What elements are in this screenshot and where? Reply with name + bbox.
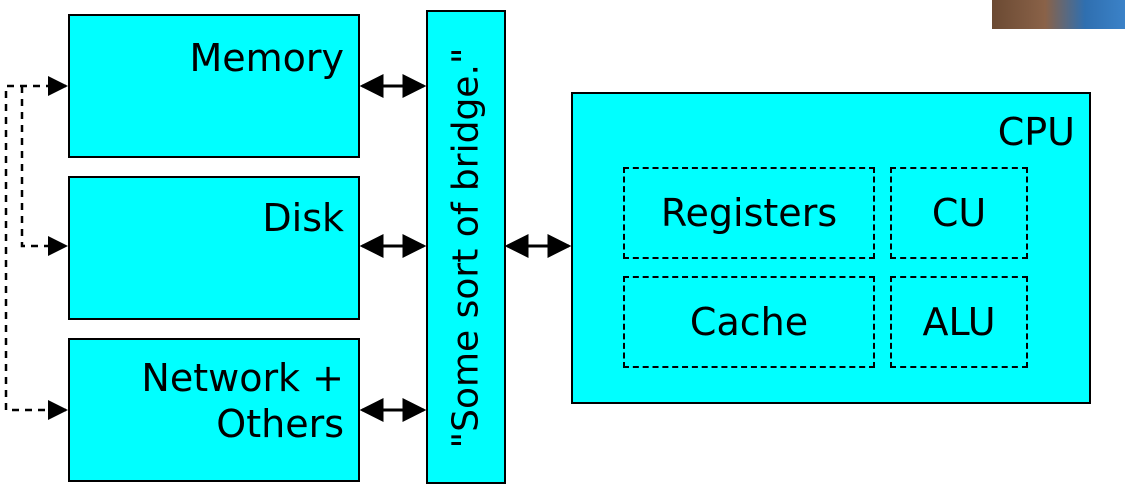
dashed-inner-path <box>20 86 68 256</box>
registers-box: Registers <box>623 167 875 259</box>
dashed-outer-path <box>4 76 68 420</box>
webcam-thumbnail <box>992 0 1125 29</box>
cu-box: CU <box>890 167 1028 259</box>
disk-label: Disk <box>262 196 344 240</box>
cache-box: Cache <box>623 276 875 368</box>
cpu-box: CPU <box>571 92 1091 404</box>
bridge-label: "Some sort of bridge." <box>445 47 487 449</box>
alu-label: ALU <box>922 300 996 344</box>
memory-box: Memory <box>68 14 360 158</box>
registers-label: Registers <box>660 191 838 235</box>
network-label: Network + Others <box>141 356 344 447</box>
cache-label: Cache <box>689 300 809 344</box>
alu-box: ALU <box>890 276 1028 368</box>
network-label-line2: Others <box>216 401 344 446</box>
cu-label: CU <box>931 191 987 235</box>
cpu-label: CPU <box>997 110 1075 154</box>
network-box: Network + Others <box>68 338 360 482</box>
bridge-box <box>426 10 506 484</box>
network-label-line1: Network + <box>141 356 344 400</box>
memory-label: Memory <box>189 36 344 80</box>
disk-box: Disk <box>68 176 360 320</box>
